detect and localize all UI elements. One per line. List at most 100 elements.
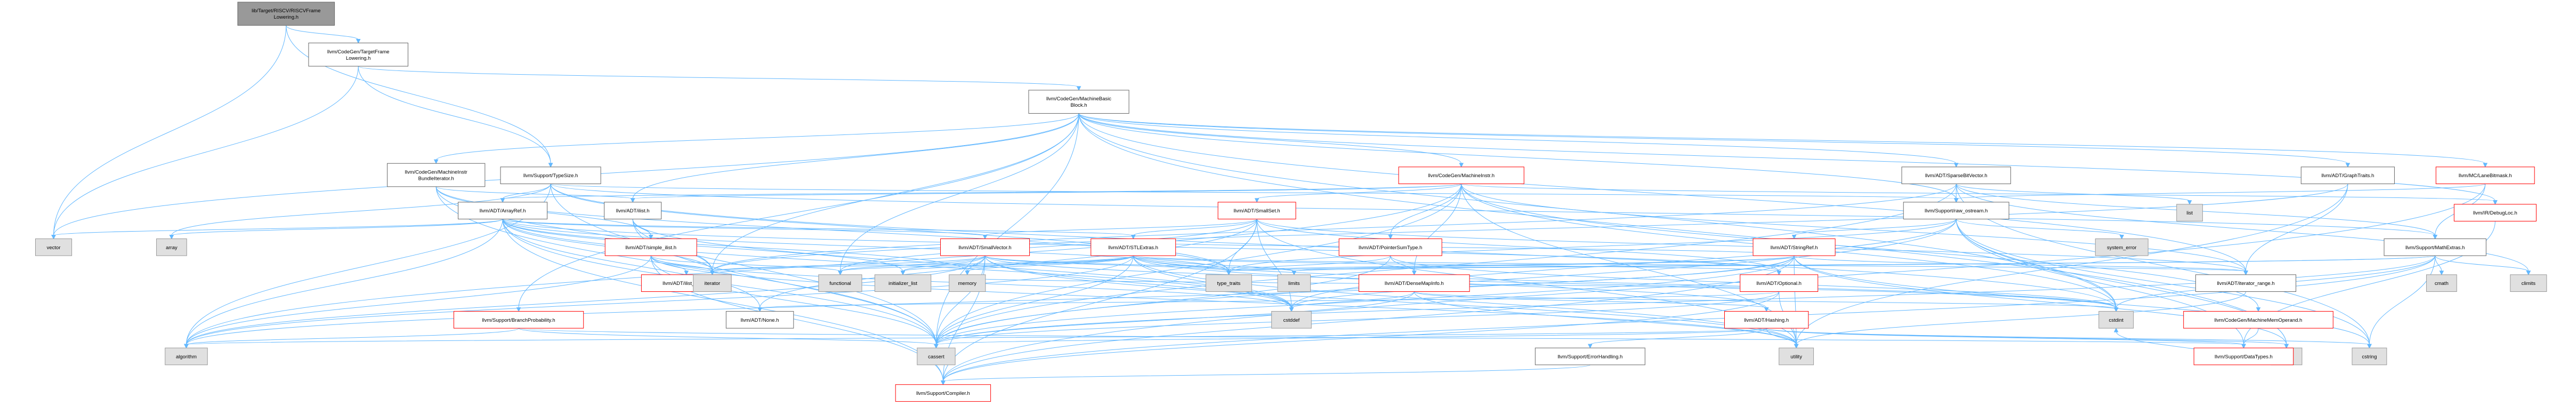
edge-mbb-to-dl: [1078, 113, 2498, 205]
node-label: limits: [1288, 281, 1300, 287]
node-label: llvm/Support/DataTypes.h: [2215, 354, 2273, 360]
node-label: llvm/ADT/GraphTraits.h: [2321, 173, 2374, 179]
edge-me-to-typetraits: [1226, 255, 2436, 275]
node-box: [2195, 274, 2297, 292]
node-box: [2098, 311, 2134, 329]
node-mi[interactable]: llvm/CodeGen/MachineInstr.h: [1398, 166, 1524, 185]
node-gt[interactable]: llvm/ADT/GraphTraits.h: [2300, 166, 2395, 185]
node-compiler[interactable]: llvm/Support/Compiler.h: [895, 384, 991, 402]
node-functional: functional: [818, 274, 862, 292]
edge-hashing-to-dt: [1766, 328, 2246, 349]
edge-lbm-to-ros: [1953, 184, 2486, 203]
node-label: utility: [1790, 354, 1802, 360]
node-mibi[interactable]: llvm/CodeGen/MachineInstrBundleIterator.…: [387, 163, 486, 187]
node-label: llvm/ADT/ilist_node.h: [663, 281, 710, 287]
node-box: [949, 274, 986, 292]
edge-stle-to-iterator: [710, 255, 1134, 275]
edge-ros-to-sr: [1791, 219, 1957, 240]
edge-sr-to-stle: [1130, 238, 1795, 256]
node-label: llvm/CodeGen/MachineInstr.h: [1428, 173, 1495, 179]
node-dl[interactable]: llvm/IR/DebugLoc.h: [2453, 204, 2537, 221]
edge-ss-to-opt: [1256, 219, 1781, 275]
node-pst[interactable]: llvm/ADT/PointerSumType.h: [1338, 238, 1442, 256]
node-box: [725, 311, 794, 329]
edge-pst-to-dmi: [1390, 256, 1417, 275]
node-bp[interactable]: llvm/Support/BranchProbability.h: [453, 311, 584, 329]
node-opt[interactable]: llvm/ADT/Optional.h: [1740, 274, 1819, 292]
node-stle[interactable]: llvm/ADT/STLExtras.h: [1091, 238, 1176, 256]
node-label: array: [166, 245, 177, 251]
edge-sr-to-cstring: [1794, 256, 2372, 349]
edge-ir-to-utility: [1794, 291, 2246, 349]
edge-ar-to-stle: [502, 219, 1136, 240]
edge-hashing-to-eh: [1588, 328, 1767, 349]
node-label: memory: [958, 281, 977, 287]
node-cstdint: cstdint: [2098, 311, 2134, 329]
node-box: [500, 166, 601, 185]
node-box: [874, 274, 932, 292]
edge-tfl-to-mbb: [358, 66, 1081, 91]
node-box: [1779, 347, 1814, 366]
node-label: BundleIterator.h: [418, 176, 454, 182]
node-label: llvm/CodeGen/MachineBasic: [1046, 96, 1111, 102]
node-box: [917, 347, 956, 366]
edge-dmi-to-hashing: [1414, 291, 1769, 312]
node-climits: climits: [2510, 274, 2547, 292]
edge-root-to-vector: [51, 25, 287, 240]
node-dmi[interactable]: llvm/ADT/DenseMapInfo.h: [1358, 274, 1470, 292]
node-box: [1338, 238, 1442, 256]
node-se: system_error: [2095, 238, 2149, 256]
node-label: llvm/MC/LaneBitmask.h: [2459, 173, 2512, 179]
node-label: llvm/ADT/Hashing.h: [1744, 317, 1789, 323]
edge-mbb-to-lbm: [1078, 113, 2488, 168]
node-memory: memory: [949, 274, 986, 292]
node-sr[interactable]: llvm/ADT/StringRef.h: [1753, 238, 1836, 256]
node-box: [818, 274, 862, 292]
node-label: cmath: [2435, 281, 2449, 287]
node-box: [156, 238, 187, 256]
edge-mbb-to-sbv: [1078, 113, 1959, 168]
edge-mbb-to-ilist: [630, 113, 1079, 203]
node-label: lib/Target/RISCV/RISCVFrame: [252, 8, 320, 14]
edge-bp-to-algorithm: [184, 328, 519, 349]
node-cstring: cstring: [2352, 347, 2387, 366]
node-ros[interactable]: llvm/Support/raw_ostream.h: [1903, 202, 2009, 220]
node-ir[interactable]: llvm/ADT/iterator_range.h: [2195, 274, 2297, 292]
edge-stle-to-initlist: [900, 255, 1134, 275]
node-lbm[interactable]: llvm/MC/LaneBitmask.h: [2435, 166, 2535, 185]
edge-mi-to-ss: [1254, 184, 1462, 203]
node-sbv[interactable]: llvm/ADT/SparseBitVector.h: [1901, 166, 2011, 185]
node-label: llvm/ADT/None.h: [741, 317, 779, 323]
node-list: list: [2176, 204, 2203, 221]
edge-bp-to-dt: [518, 328, 2246, 349]
node-label: algorithm: [176, 354, 197, 360]
node-label: Lowering.h: [346, 55, 370, 61]
node-mmo[interactable]: llvm/CodeGen/MachineMemOperand.h: [2183, 311, 2333, 329]
node-hashing[interactable]: llvm/ADT/Hashing.h: [1724, 311, 1809, 329]
node-tt[interactable]: llvm/Support/TypeSize.h: [500, 166, 601, 185]
node-ilist[interactable]: llvm/ADT/ilist.h: [604, 202, 662, 220]
node-label: llvm/ADT/StringRef.h: [1771, 245, 1818, 251]
node-box: [1277, 274, 1311, 292]
node-none[interactable]: llvm/ADT/None.h: [725, 311, 794, 329]
node-sil[interactable]: llvm/ADT/simple_ilist.h: [604, 238, 697, 256]
nodes-layer: lib/Target/RISCV/RISCVFrameLowering.hllv…: [35, 2, 2547, 402]
node-ar[interactable]: llvm/ADT/ArrayRef.h: [458, 202, 548, 220]
node-sv[interactable]: llvm/ADT/SmallVector.h: [940, 238, 1030, 256]
edge-dmi-to-cstdint: [1414, 291, 2119, 312]
node-label: llvm/Support/BranchProbability.h: [482, 317, 555, 323]
node-array: array: [156, 238, 187, 256]
node-initlist: initializer_list: [874, 274, 932, 292]
node-eh[interactable]: llvm/Support/ErrorHandling.h: [1535, 347, 1645, 366]
node-vector: vector: [35, 238, 72, 256]
node-me[interactable]: llvm/Support/MathExtras.h: [2384, 238, 2486, 256]
node-utility: utility: [1779, 347, 1814, 366]
node-ss[interactable]: llvm/ADT/SmallSet.h: [1217, 202, 1296, 220]
node-dt[interactable]: llvm/Support/DataTypes.h: [2193, 347, 2294, 366]
edge-mi-to-ar: [500, 184, 1462, 203]
node-limits: limits: [1277, 274, 1311, 292]
node-box: [35, 238, 72, 256]
